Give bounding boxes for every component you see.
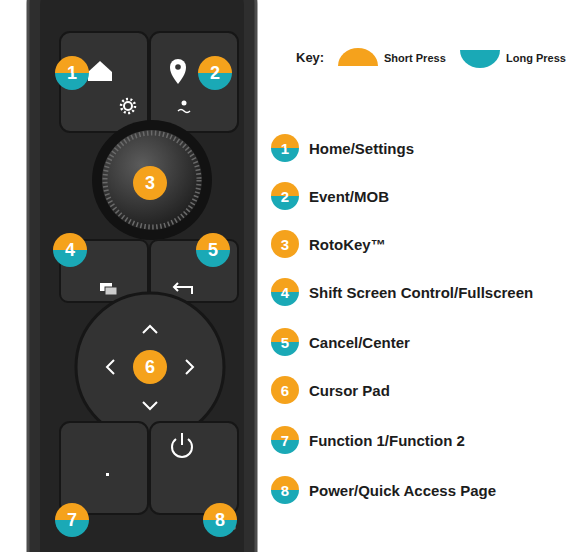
gear-teeth xyxy=(121,99,135,113)
legend-swatch-box xyxy=(338,48,378,66)
short-press-fill xyxy=(133,166,167,200)
chevron-left xyxy=(107,360,114,374)
key-item: 8Power/Quick Access Page xyxy=(271,476,299,504)
remote-body xyxy=(28,0,256,552)
cursor-pad xyxy=(76,293,224,441)
screens-icon-back xyxy=(105,287,117,295)
back-arrow-head xyxy=(174,283,178,291)
callout-number: 2 xyxy=(198,56,232,90)
mob-icon xyxy=(182,101,187,106)
callout-number: 7 xyxy=(271,426,299,454)
pin-hole xyxy=(175,64,181,70)
callout-circle: 4 xyxy=(53,233,87,267)
callout-number: 6 xyxy=(271,376,299,404)
rotokey-knob xyxy=(102,130,202,230)
button-label: Function 1/Function 2 xyxy=(309,432,465,449)
button-label: Home/Settings xyxy=(309,140,414,157)
callout-number: 8 xyxy=(271,476,299,504)
pin-icon xyxy=(170,59,186,84)
key-item: 2Event/MOB xyxy=(271,182,299,210)
callout-number: 5 xyxy=(196,233,230,267)
key-item: 3RotoKey™ xyxy=(271,230,299,258)
short-press-fill xyxy=(133,350,167,384)
callout-circle: 7 xyxy=(55,503,89,537)
event-button xyxy=(150,32,238,132)
button-label: Event/MOB xyxy=(309,188,389,205)
chevron-down xyxy=(143,402,157,409)
callout-number: 2 xyxy=(271,182,299,210)
power-button xyxy=(150,422,238,514)
legend-swatch-box xyxy=(460,50,500,68)
home-icon xyxy=(88,61,112,81)
legend-text: Short Press xyxy=(384,52,446,64)
legend-text: Long Press xyxy=(506,52,566,64)
knob-well xyxy=(92,120,212,240)
callout-number: 6 xyxy=(133,350,167,384)
key-item: 6Cursor Pad xyxy=(271,376,299,404)
callout-circle: 1 xyxy=(55,56,89,90)
function-button xyxy=(60,422,148,514)
key-item: 5Cancel/Center xyxy=(271,328,299,356)
callout-number: 4 xyxy=(53,233,87,267)
gear-icon xyxy=(124,102,132,110)
callout-number: 1 xyxy=(55,56,89,90)
button-label: Cursor Pad xyxy=(309,382,390,399)
button-label: Power/Quick Access Page xyxy=(309,482,496,499)
power-icon-bar xyxy=(181,433,183,445)
button-label: RotoKey™ xyxy=(309,236,386,253)
legend-title: Key: xyxy=(296,50,324,65)
button-label: Shift Screen Control/Fullscreen xyxy=(309,284,533,301)
knob-ridges xyxy=(105,133,199,227)
key-item: 1Home/Settings xyxy=(271,134,299,162)
function-dot xyxy=(106,473,109,476)
callout-number: 1 xyxy=(271,134,299,162)
callout-number: 7 xyxy=(55,503,89,537)
key-item: 4Shift Screen Control/Fullscreen xyxy=(271,278,299,306)
callout-circle: 6 xyxy=(133,350,167,384)
callout-number: 3 xyxy=(133,166,167,200)
legend-swatch xyxy=(460,50,500,68)
chevron-up xyxy=(143,326,157,333)
chevron-right xyxy=(186,360,193,374)
callout-circle: 8 xyxy=(203,503,237,537)
callout-number: 3 xyxy=(271,230,299,258)
callout-circle: 2 xyxy=(198,56,232,90)
callout-circle: 5 xyxy=(196,233,230,267)
button-label: Cancel/Center xyxy=(309,334,410,351)
short-press-fill xyxy=(271,376,299,404)
callout-number: 5 xyxy=(271,328,299,356)
short-press-fill xyxy=(271,230,299,258)
remote-face xyxy=(40,0,244,552)
key-item: 7Function 1/Function 2 xyxy=(271,426,299,454)
callout-number: 4 xyxy=(271,278,299,306)
legend-swatch xyxy=(338,48,378,66)
callout-number: 8 xyxy=(203,503,237,537)
callout-circle: 3 xyxy=(133,166,167,200)
mob-waves xyxy=(178,110,190,113)
